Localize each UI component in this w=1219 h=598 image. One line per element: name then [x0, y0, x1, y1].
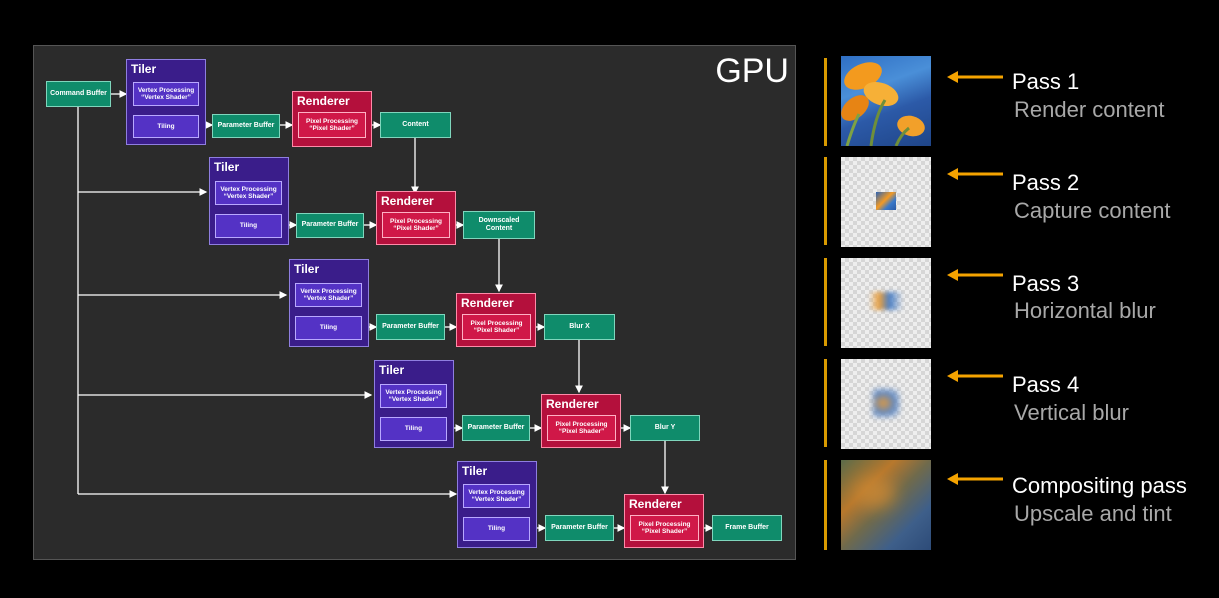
parameter-buffer-box: Parameter Buffer	[296, 213, 364, 238]
vertex-shader-label: “Vertex Shader”	[223, 193, 274, 200]
pass-4-title: Pass 4	[1012, 372, 1080, 397]
pass-1-bar	[824, 58, 827, 146]
renderer-title: Renderer	[546, 397, 599, 411]
output-blur-y-box: Blur Y	[630, 415, 700, 441]
pass-1-arrow-icon	[947, 71, 1003, 83]
pass-3-title: Pass 3	[1012, 271, 1080, 296]
pixel-processing-label: Pixel Processing	[305, 117, 359, 125]
pass-4-subtitle: Vertical blur	[1014, 400, 1129, 425]
tiling-box: Tiling	[380, 417, 447, 441]
pixel-processing-label: Pixel Processing	[555, 420, 608, 428]
vertex-processing-label: Vertex Processing	[468, 488, 525, 496]
vertex-shader-label: “Vertex Shader”	[388, 396, 439, 403]
pass-2-subtitle: Capture content	[1014, 198, 1171, 223]
pixel-shader-label: “Pixel Shader”	[473, 327, 520, 334]
pass-3-subtitle: Horizontal blur	[1014, 298, 1156, 323]
pass-4-bar	[824, 359, 827, 447]
compositing-pass-subtitle: Upscale and tint	[1014, 501, 1172, 526]
renderer-title: Renderer	[461, 296, 514, 310]
renderer-title: Renderer	[381, 194, 434, 208]
pass-2-title: Pass 2	[1012, 170, 1080, 195]
renderer-title: Renderer	[297, 94, 350, 108]
output-content-box: Content	[380, 112, 451, 138]
pass-3-arrow-icon	[947, 269, 1003, 281]
vertex-processing-label: Vertex Processing	[137, 86, 195, 94]
pass-1-subtitle: Render content	[1014, 97, 1165, 122]
vertex-processing-box: Vertex Processing “Vertex Shader”	[133, 82, 199, 106]
compositing-pass-thumbnail	[841, 460, 931, 550]
output-downscaled-content-box: Downscaled Content	[463, 211, 535, 239]
gpu-label: GPU	[715, 52, 789, 90]
blurred-tinted-image	[855, 478, 895, 508]
pixel-shader-label: “Pixel Shader”	[393, 225, 439, 232]
parameter-buffer-box: Parameter Buffer	[376, 314, 445, 340]
pixel-shader-label: “Pixel Shader”	[641, 528, 688, 535]
pixel-processing-label: Pixel Processing	[638, 520, 691, 528]
command-buffer-box: Command Buffer	[46, 81, 111, 107]
parameter-buffer-box: Parameter Buffer	[545, 515, 614, 541]
tiler-title: Tiler	[294, 262, 320, 276]
vertex-shader-label: “Vertex Shader”	[471, 496, 522, 503]
compositing-pass-title: Compositing pass	[1012, 473, 1187, 498]
parameter-buffer-box: Parameter Buffer	[462, 415, 530, 441]
tiling-box: Tiling	[463, 517, 530, 541]
vertex-processing-box: Vertex Processing “Vertex Shader”	[463, 484, 530, 508]
vertex-processing-box: Vertex Processing “Vertex Shader”	[215, 181, 282, 205]
vertex-processing-label: Vertex Processing	[385, 388, 442, 396]
tiler-title: Tiler	[379, 363, 405, 377]
pixel-processing-box: Pixel Processing “Pixel Shader”	[630, 515, 699, 541]
pixel-processing-box: Pixel Processing “Pixel Shader”	[462, 314, 531, 340]
output-blur-x-box: Blur X	[544, 314, 615, 340]
pixel-processing-box: Pixel Processing “Pixel Shader”	[547, 415, 616, 441]
vertical-blur-image	[873, 389, 899, 417]
pixel-shader-label: “Pixel Shader”	[309, 125, 355, 132]
vertex-processing-box: Vertex Processing “Vertex Shader”	[380, 384, 447, 408]
vertex-processing-box: Vertex Processing “Vertex Shader”	[295, 283, 362, 307]
tiler-title: Tiler	[462, 464, 488, 478]
pixel-processing-label: Pixel Processing	[389, 217, 443, 225]
pass-1-thumbnail	[841, 56, 931, 146]
compositing-pass-arrow-icon	[947, 473, 1003, 485]
vertex-shader-label: “Vertex Shader”	[141, 94, 191, 101]
pixel-shader-label: “Pixel Shader”	[558, 428, 605, 435]
vertex-processing-label: Vertex Processing	[220, 185, 277, 193]
pass-2-arrow-icon	[947, 168, 1003, 180]
renderer-title: Renderer	[629, 497, 682, 511]
tiler-title: Tiler	[131, 62, 157, 76]
tiling-box: Tiling	[133, 115, 199, 138]
pixel-processing-box: Pixel Processing “Pixel Shader”	[298, 112, 366, 138]
pass-3-thumbnail	[841, 258, 931, 348]
pass-4-arrow-icon	[947, 370, 1003, 382]
downscaled-image	[876, 192, 896, 210]
pass-1-title: Pass 1	[1012, 69, 1080, 94]
poppy-image	[841, 62, 925, 146]
vertex-processing-label: Vertex Processing	[300, 287, 357, 295]
tiler-title: Tiler	[214, 160, 240, 174]
vertex-shader-label: “Vertex Shader”	[303, 295, 354, 302]
pass-2-bar	[824, 157, 827, 245]
horizontal-blur-image	[869, 292, 903, 310]
pass-4-thumbnail	[841, 359, 931, 449]
pass-3-bar	[824, 258, 827, 346]
pixel-processing-label: Pixel Processing	[470, 319, 523, 327]
parameter-buffer-box: Parameter Buffer	[212, 114, 280, 138]
tiling-box: Tiling	[215, 214, 282, 238]
compositing-pass-bar	[824, 460, 827, 550]
pass-2-thumbnail	[841, 157, 931, 247]
tiling-box: Tiling	[295, 316, 362, 340]
pixel-processing-box: Pixel Processing “Pixel Shader”	[382, 212, 450, 238]
output-frame-buffer-box: Frame Buffer	[712, 515, 782, 541]
